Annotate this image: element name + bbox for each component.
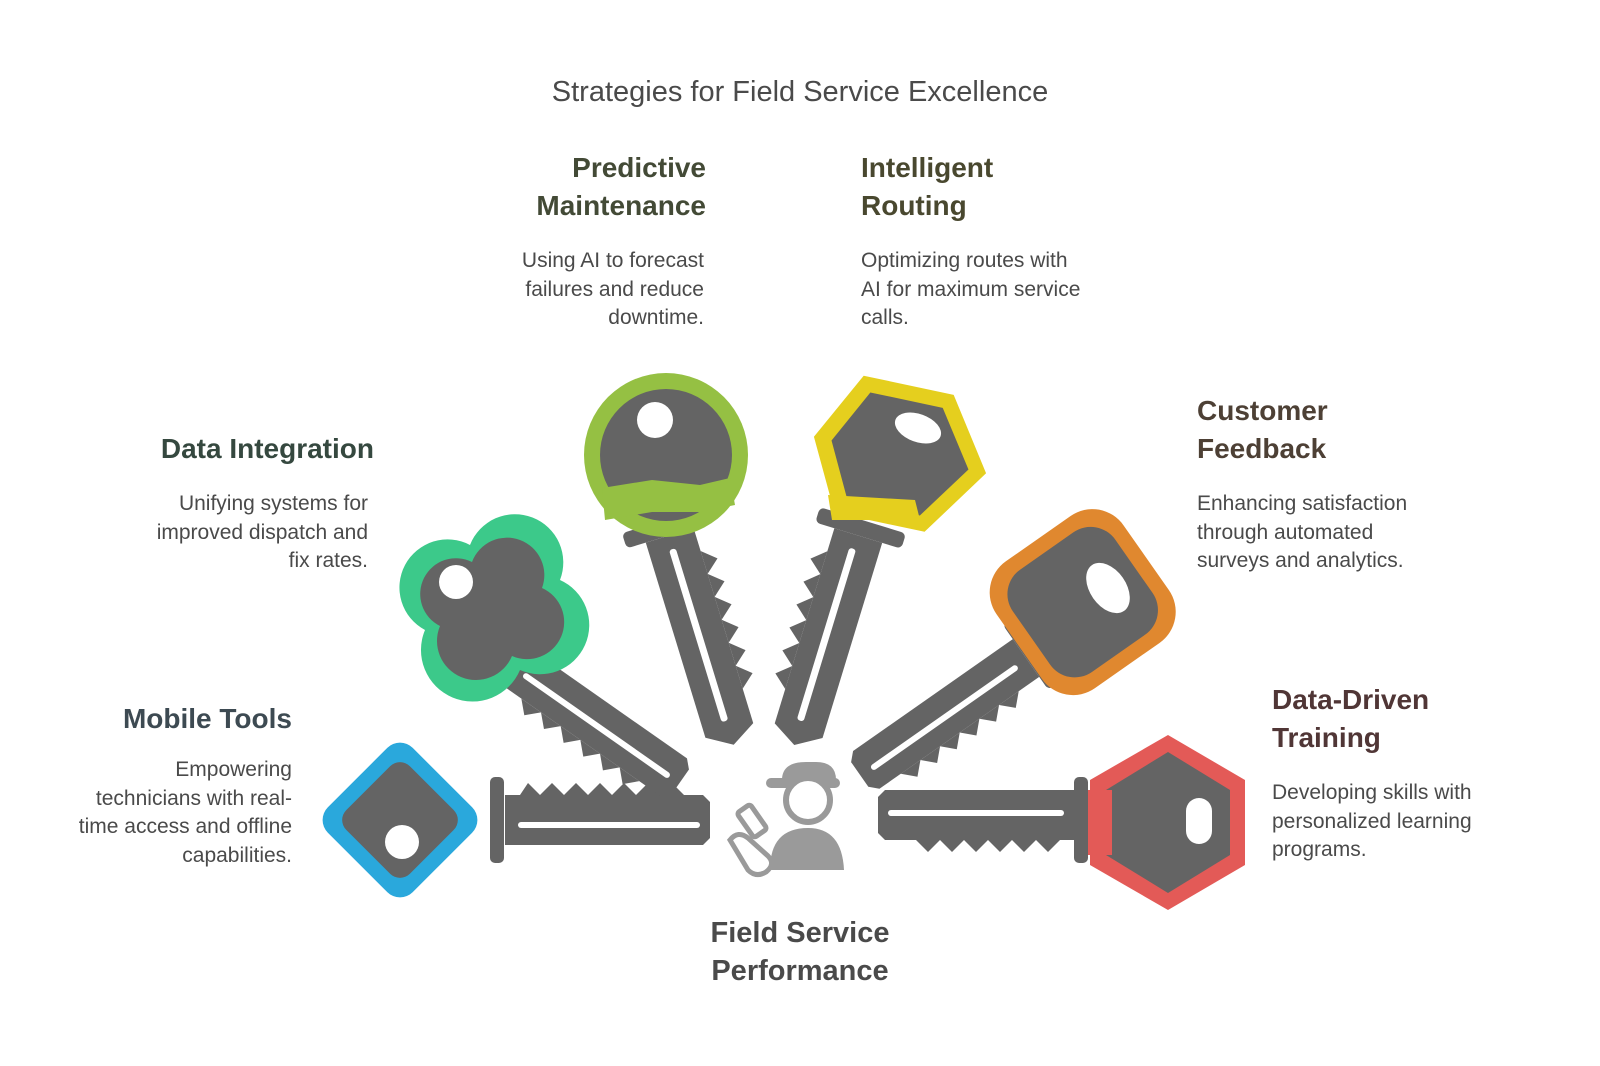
- desc-customer-feedback: Enhancing satisfaction through automated…: [1197, 490, 1467, 576]
- center-label: Field Service Performance: [700, 914, 900, 990]
- desc-data-integration: Unifying systems for improved dispatch a…: [100, 490, 368, 576]
- desc-line: surveys and analytics.: [1197, 549, 1404, 572]
- desc-line: Optimizing routes with: [861, 249, 1068, 272]
- desc-line: Developing skills with: [1272, 781, 1472, 804]
- desc-line: improved dispatch and: [156, 520, 368, 544]
- desc-line: capabilities.: [182, 843, 292, 867]
- heading-customer-feedback: Customer Feedback: [1197, 392, 1437, 468]
- key-customer-feedback: [851, 509, 1176, 789]
- heading-line: Data Integration: [160, 433, 374, 464]
- desc-intelligent-routing: Optimizing routes with AI for maximum se…: [861, 247, 1131, 333]
- heading-line: Predictive: [572, 152, 706, 183]
- key-mobile-tools: [322, 742, 710, 898]
- heading-line: Training: [1272, 722, 1381, 753]
- page-title: Strategies for Field Service Excellence: [551, 76, 1049, 108]
- heading-intelligent-routing: Intelligent Routing: [861, 149, 1101, 225]
- technician-icon: [726, 762, 844, 878]
- heading-line: Mobile Tools: [122, 703, 292, 734]
- heading-mobile-tools: Mobile Tools: [90, 700, 292, 738]
- desc-line: programs.: [1272, 838, 1367, 861]
- heading-line: Routing: [861, 190, 967, 221]
- desc-line: personalized learning: [1272, 809, 1472, 833]
- desc-predictive-maintenance: Using AI to forecast failures and reduce…: [460, 247, 704, 333]
- desc-mobile-tools: Empowering technicians with real- time a…: [30, 756, 292, 870]
- heading-data-integration: Data Integration: [110, 430, 374, 468]
- desc-line: AI for maximum service: [861, 277, 1081, 301]
- desc-data-driven-training: Developing skills with personalized lear…: [1272, 779, 1542, 865]
- heading-line: Feedback: [1197, 433, 1327, 464]
- desc-line: failures and reduce: [525, 277, 704, 301]
- heading-line: Customer: [1197, 395, 1328, 426]
- center-label-line: Performance: [711, 955, 889, 987]
- key-predictive-maintenance: [584, 373, 754, 745]
- key-data-driven-training: [878, 735, 1245, 910]
- desc-line: Unifying systems for: [178, 492, 368, 515]
- heading-line: Data-Driven: [1272, 684, 1430, 715]
- heading-line: Intelligent: [861, 152, 994, 183]
- desc-line: time access and offline: [78, 815, 292, 838]
- key-data-integration: [399, 514, 689, 797]
- heading-line: Maintenance: [536, 190, 706, 221]
- desc-line: Using AI to forecast: [521, 249, 704, 272]
- desc-line: through automated: [1197, 520, 1374, 544]
- heading-predictive-maintenance: Predictive Maintenance: [480, 149, 706, 225]
- desc-line: downtime.: [608, 306, 704, 329]
- key-intelligent-routing: [774, 375, 987, 746]
- center-label-line: Field Service: [710, 917, 890, 949]
- desc-line: fix rates.: [288, 549, 368, 572]
- desc-line: calls.: [861, 306, 909, 329]
- desc-line: Empowering: [175, 758, 292, 781]
- heading-data-driven-training: Data-Driven Training: [1272, 681, 1512, 757]
- desc-line: Enhancing satisfaction: [1197, 492, 1408, 515]
- desc-line: technicians with real-: [95, 786, 292, 810]
